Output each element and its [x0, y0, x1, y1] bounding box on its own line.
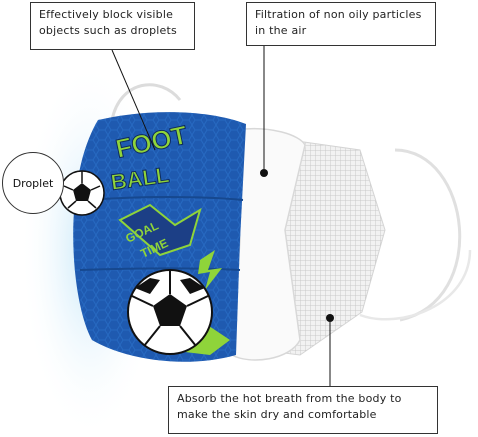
soccer-ball-bottom [127, 269, 213, 355]
marker-dot-middle [260, 169, 268, 177]
callout-block-droplets-text: Effectively block visible objects such a… [39, 8, 177, 37]
soccer-ball-top [59, 170, 105, 216]
green-bolt [198, 250, 222, 290]
green-splash-1 [118, 203, 202, 257]
ear-loop-right-inner [359, 249, 472, 321]
ear-loop-right [394, 148, 462, 322]
mask-pleat-1 [84, 196, 244, 201]
leader-line-1 [111, 49, 156, 151]
mask-pleat-2 [79, 267, 241, 271]
callout-filtration-text: Filtration of non oily particles in the … [255, 8, 422, 37]
callout-absorb-breath-text: Absorb the hot breath from the body to m… [177, 392, 402, 421]
droplet-badge: Droplet [2, 152, 64, 214]
ear-loop-left [110, 83, 182, 121]
marker-dot-inner [326, 314, 334, 322]
callout-absorb-breath: Absorb the hot breath from the body to m… [168, 386, 438, 434]
droplet-label: Droplet [12, 176, 54, 190]
callout-filtration: Filtration of non oily particles in the … [246, 2, 436, 46]
mask-middle-layer [231, 127, 306, 361]
callout-block-droplets: Effectively block visible objects such a… [30, 2, 195, 50]
